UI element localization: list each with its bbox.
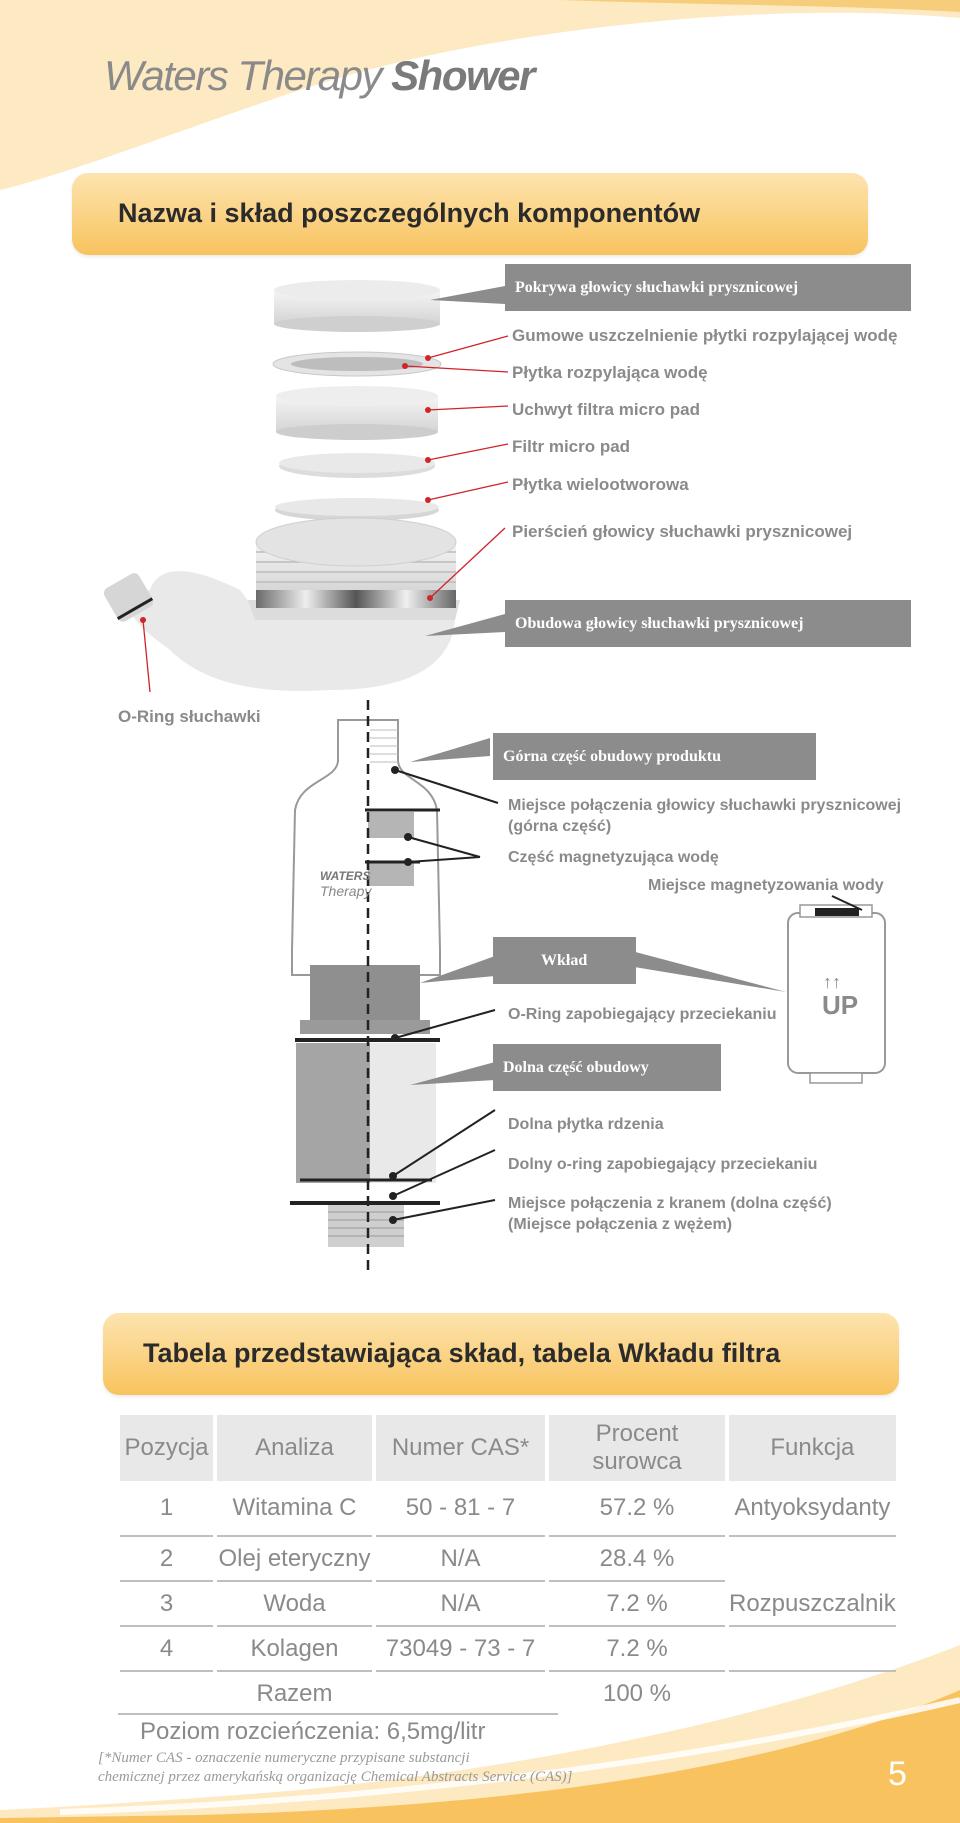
cover-part xyxy=(274,280,440,332)
header-position: Pozycja xyxy=(120,1415,213,1481)
callout-cover: Pokrywa głowicy słuchawki prysznicowej xyxy=(505,264,911,311)
label-multi-hole-plate: Płytka wielootworowa xyxy=(512,475,689,494)
section-title: Tabela przedstawiająca skład, tabela Wkł… xyxy=(143,1338,781,1368)
table-row: 4 Kolagen 73049 - 73 - 7 7.2 % xyxy=(120,1627,896,1672)
label-magnetizing-part: Część magnetyzująca wodę xyxy=(508,849,719,866)
label-handle-oring: O-Ring słuchawki xyxy=(118,707,261,726)
callout-upper-housing: Górna część obudowy produktu xyxy=(493,733,816,780)
up-label: UP xyxy=(822,990,859,1020)
label-leak-oring: O-Ring zapobiegający przeciekaniu xyxy=(508,1006,777,1023)
showerhead-exploded-diagram xyxy=(103,280,509,693)
product-logo-subtext: Therapy xyxy=(320,883,372,899)
label-ring: Pierścień głowicy słuchawki prysznicowej xyxy=(512,522,853,541)
table-header-row: Pozycja Analiza Numer CAS* Procent surow… xyxy=(120,1415,896,1481)
label-pad-holder: Uchwyt filtra micro pad xyxy=(512,400,700,419)
section-banner-table: Tabela przedstawiająca skład, tabela Wkł… xyxy=(103,1313,899,1395)
label-spray-plate: Płytka rozpylająca wodę xyxy=(512,363,708,382)
label-micro-pad: Filtr micro pad xyxy=(512,437,631,456)
label-lower-oring: Dolny o-ring zapobiegający przeciekaniu xyxy=(508,1156,818,1173)
table-row: 1 Witamina C 50 - 81 - 7 57.2 % Antyoksy… xyxy=(120,1481,896,1537)
label-connection-top-1: Miejsce połączenia głowicy słuchawki pry… xyxy=(508,797,902,814)
table-row: 3 Woda N/A 7.2 % Rozpuszczalnik xyxy=(120,1582,896,1627)
header-analysis: Analiza xyxy=(217,1415,372,1481)
header-function: Funkcja xyxy=(729,1415,896,1481)
label-magnetizing-place: Miejsce magnetyzowania wody xyxy=(648,877,884,894)
label-connection-bottom-1: Miejsce połączenia z kranem (dolna część… xyxy=(508,1195,832,1212)
section-banner-components: Nazwa i skład poszczególnych komponentów xyxy=(72,173,868,255)
page-number: 5 xyxy=(888,1755,907,1793)
table-row: 2 Olej eteryczny N/A 28.4 % xyxy=(120,1537,896,1582)
table-bottom-rule xyxy=(118,1713,558,1715)
label-core-plate: Dolna płytka rdzenia xyxy=(508,1116,664,1133)
callout-housing: Obudowa głowicy słuchawki prysznicowej xyxy=(505,600,911,647)
callout-insert: Wkład xyxy=(493,937,636,984)
header-cas: Numer CAS* xyxy=(376,1415,545,1481)
cartridge-cross-section-diagram xyxy=(290,700,886,1270)
dilution-level: Poziom rozcieńczenia: 6,5mg/litr xyxy=(140,1718,486,1745)
label-connection-top-2: (górna część) xyxy=(508,818,612,835)
footnote-line: chemicznej przez amerykańską organizację… xyxy=(98,1769,573,1785)
label-gasket: Gumowe uszczelnienie płytki rozpylającej… xyxy=(512,326,898,345)
up-arrows-icon: ↑↑ xyxy=(823,972,841,992)
brand-logo: Waters Therapy Shower xyxy=(104,52,535,99)
product-logo-text: WATERS xyxy=(320,869,371,883)
callout-lower-housing: Dolna część obudowy xyxy=(493,1044,721,1091)
label-connection-bottom-2: (Miejsce połączenia z wężem) xyxy=(508,1216,733,1233)
header-percent: Procent surowca xyxy=(549,1415,725,1481)
cartridge-up-illustration xyxy=(787,895,886,1084)
cas-footnote: [*Numer CAS - oznaczenie numeryczne przy… xyxy=(98,1749,572,1787)
section-title: Nazwa i skład poszczególnych komponentów xyxy=(118,198,701,228)
composition-table: Pozycja Analiza Numer CAS* Procent surow… xyxy=(116,1415,900,1715)
table-row-total: Razem 100 % xyxy=(256,1679,672,1707)
footnote-line: [*Numer CAS - oznaczenie numeryczne przy… xyxy=(98,1750,470,1766)
